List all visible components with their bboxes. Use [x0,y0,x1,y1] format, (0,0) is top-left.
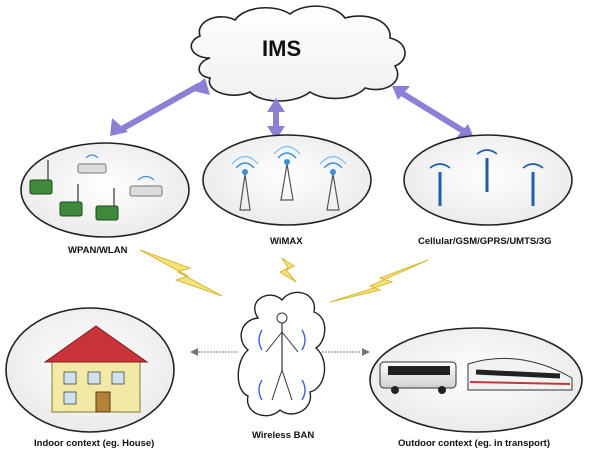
bus-icon [379,361,457,394]
link-arrows [110,78,474,140]
arrow-indoor-to-ban [190,348,238,356]
lightning-icon [278,257,297,283]
antenna-tower-icon [273,145,301,201]
outdoor-label: Outdoor context (eg. in transport) [398,438,550,449]
body-icon [258,312,306,401]
lightning-icon [139,249,223,297]
wireless-ban [237,291,326,417]
router-icon [129,175,163,197]
wpan-label: WPAN/WLAN [68,245,128,256]
train-icon [467,357,573,391]
lightning-icon [329,259,429,303]
sensor-node-icon [29,160,53,195]
antenna-tower-icon [476,149,498,192]
wpan-network [20,142,190,238]
indoor-context [5,307,238,433]
cellular-label: Cellular/GSM/GPRS/UMTS/3G [418,236,552,247]
wireless-links [139,249,429,303]
house-icon [43,325,149,413]
sensor-node-icon [59,184,83,217]
cellular-network [403,134,573,226]
arrow-ban-to-outdoor [322,348,370,356]
arrow-ims-wimax [267,98,285,140]
antenna-tower-icon [522,163,544,206]
arrow-ims-cellular [392,86,474,138]
arrow-ims-wpan [110,78,210,136]
sensor-node-icon [95,188,119,221]
ban-label: Wireless BAN [252,430,315,441]
ims-label: IMS [262,36,302,61]
router-icon [77,154,107,174]
cloud-icon [190,5,406,102]
ims-cloud [190,5,406,102]
antenna-tower-icon [231,155,259,211]
antenna-tower-icon [429,163,451,206]
indoor-label: Indoor context (eg. House) [34,438,155,449]
wimax-label: WiMAX [270,236,303,247]
wimax-network [202,134,372,226]
outdoor-context [322,327,583,433]
antenna-tower-icon [319,155,347,211]
